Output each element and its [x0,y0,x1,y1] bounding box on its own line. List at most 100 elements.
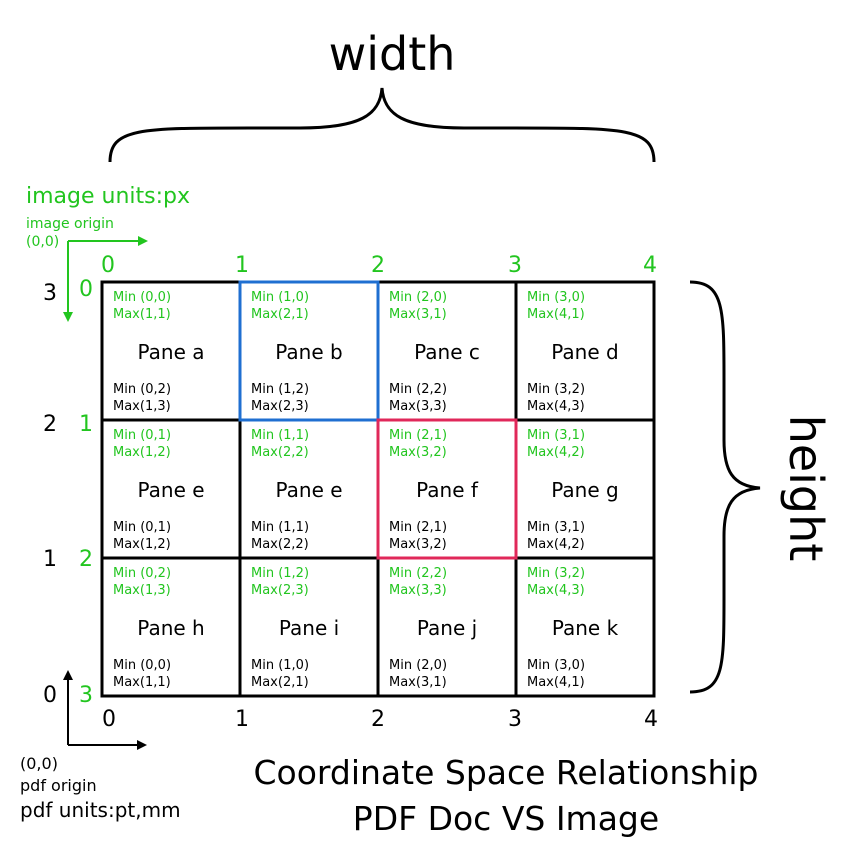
pane-pdf-min: Min (3,2) [527,382,585,397]
pane-image-min: Min (3,2) [527,566,585,581]
pane-name: Pane b [275,340,342,364]
pane-pdf-min: Min (1,2) [251,382,309,397]
pane-image-max: Max(2,3) [251,583,309,598]
pane-name: Pane a [137,340,204,364]
pane-cell: Min (1,0) Max(2,1) Pane b Min (1,2) Max(2,3) [238,280,380,422]
pdf-y-tick: 2 [43,412,57,437]
image-units-label: image units:px [26,184,190,209]
pane-image-max: Max(4,3) [527,583,585,598]
pane-image-min: Min (0,0) [113,290,171,305]
pane-image-min: Min (0,1) [113,428,171,443]
pane-image-max: Max(1,2) [113,445,171,460]
pdf-origin-coords: (0,0) [20,754,58,773]
pane-pdf-max: Max(2,1) [251,675,309,690]
pane-cell: Min (0,2) Max(1,3) Pane h Min (0,0) Max(1,1) [100,556,242,698]
width-brace [108,87,656,163]
image-y-tick: 3 [79,683,93,708]
pane-pdf-min: Min (2,2) [389,382,447,397]
pdf-y-tick: 1 [43,547,57,572]
pane-pdf-max: Max(3,2) [389,537,447,552]
pane-image-max: Max(2,2) [251,445,309,460]
pane-pdf-max: Max(2,3) [251,399,309,414]
pane-grid: Min (0,0) Max(1,1) Pane a Min (0,2) Max(1,3)… [100,280,656,698]
pane-pdf-max: Max(1,3) [113,399,171,414]
pane-pdf-max: Max(4,1) [527,675,585,690]
image-origin-label: image origin [26,216,114,232]
pane-image-min: Min (1,2) [251,566,309,581]
pdf-x-tick: 0 [102,707,116,732]
pane-pdf-min: Min (0,0) [113,658,171,673]
width-label: width [329,27,456,81]
pane-name: Pane c [414,340,480,364]
height-label: height [779,415,833,562]
image-y-tick: 2 [79,547,93,572]
pane-cell: Min (0,0) Max(1,1) Pane a Min (0,2) Max(1,3) [100,280,242,422]
pane-pdf-max: Max(1,1) [113,675,171,690]
pane-cell: Min (3,2) Max(4,3) Pane k Min (3,0) Max(4,1) [514,556,656,698]
image-x-tick: 3 [508,253,522,278]
image-x-tick: 4 [643,253,657,278]
pane-image-max: Max(1,3) [113,583,171,598]
pane-name: Pane i [279,616,339,640]
pane-pdf-min: Min (1,0) [251,658,309,673]
image-x-tick: 2 [371,253,385,278]
pane-pdf-max: Max(4,2) [527,537,585,552]
pane-name: Pane h [137,616,204,640]
pane-border [514,556,656,698]
pane-pdf-min: Min (1,1) [251,520,309,535]
pane-pdf-min: Min (3,1) [527,520,585,535]
image-y-tick: 1 [79,412,93,437]
pdf-units-label: pdf units:pt,mm [20,798,181,822]
pane-pdf-min: Min (0,1) [113,520,171,535]
pane-pdf-max: Max(2,2) [251,537,309,552]
highlight-pane-b [238,280,380,422]
pane-pdf-max: Max(1,2) [113,537,171,552]
highlight-pane-f [376,418,518,560]
pane-cell: Min (0,1) Max(1,2) Pane e Min (0,1) Max(1,2) [100,418,242,560]
pdf-y-tick: 3 [43,281,57,306]
pane-pdf-min: Min (0,2) [113,382,171,397]
pane-pdf-max: Max(4,3) [527,399,585,414]
pane-name: Pane k [552,616,619,640]
title-line-2: PDF Doc VS Image [353,799,659,838]
pane-image-min: Min (0,2) [113,566,171,581]
pane-cell: Min (3,1) Max(4,2) Pane g Min (3,1) Max(4,2) [514,418,656,560]
pane-name: Pane j [417,616,477,640]
pane-image-max: Max(4,1) [527,307,585,322]
pane-name: Pane g [551,478,618,502]
pane-cell: Min (1,1) Max(2,2) Pane e Min (1,1) Max(2,2) [238,418,380,560]
pane-image-max: Max(4,2) [527,445,585,460]
pane-image-min: Min (2,0) [389,290,447,305]
pane-image-max: Max(1,1) [113,307,171,322]
pane-image-min: Min (3,1) [527,428,585,443]
pane-cell: Min (3,0) Max(4,1) Pane d Min (3,2) Max(4,3) [514,280,656,422]
pdf-y-tick: 0 [43,683,57,708]
pane-pdf-max: Max(3,1) [389,675,447,690]
pane-image-min: Min (2,1) [389,428,447,443]
pane-image-max: Max(3,3) [389,583,447,598]
image-y-tick: 0 [79,277,93,302]
pane-image-min: Min (1,0) [251,290,309,305]
pane-image-max: Max(3,2) [389,445,447,460]
pane-name: Pane f [416,478,479,502]
pane-name: Pane e [275,478,342,502]
pane-pdf-min: Min (3,0) [527,658,585,673]
pane-cell: Min (1,2) Max(2,3) Pane i Min (1,0) Max(2,1) [238,556,380,698]
pdf-x-tick: 2 [371,707,385,732]
height-brace [689,280,761,694]
pane-image-max: Max(2,1) [251,307,309,322]
pane-highlights [238,280,518,560]
image-x-tick: 1 [235,253,249,278]
pane-image-min: Min (3,0) [527,290,585,305]
title-line-1: Coordinate Space Relationship [253,753,758,792]
pane-name: Pane e [137,478,204,502]
pane-image-min: Min (2,2) [389,566,447,581]
pdf-x-tick: 1 [235,707,249,732]
pane-name: Pane d [551,340,618,364]
pane-image-min: Min (1,1) [251,428,309,443]
